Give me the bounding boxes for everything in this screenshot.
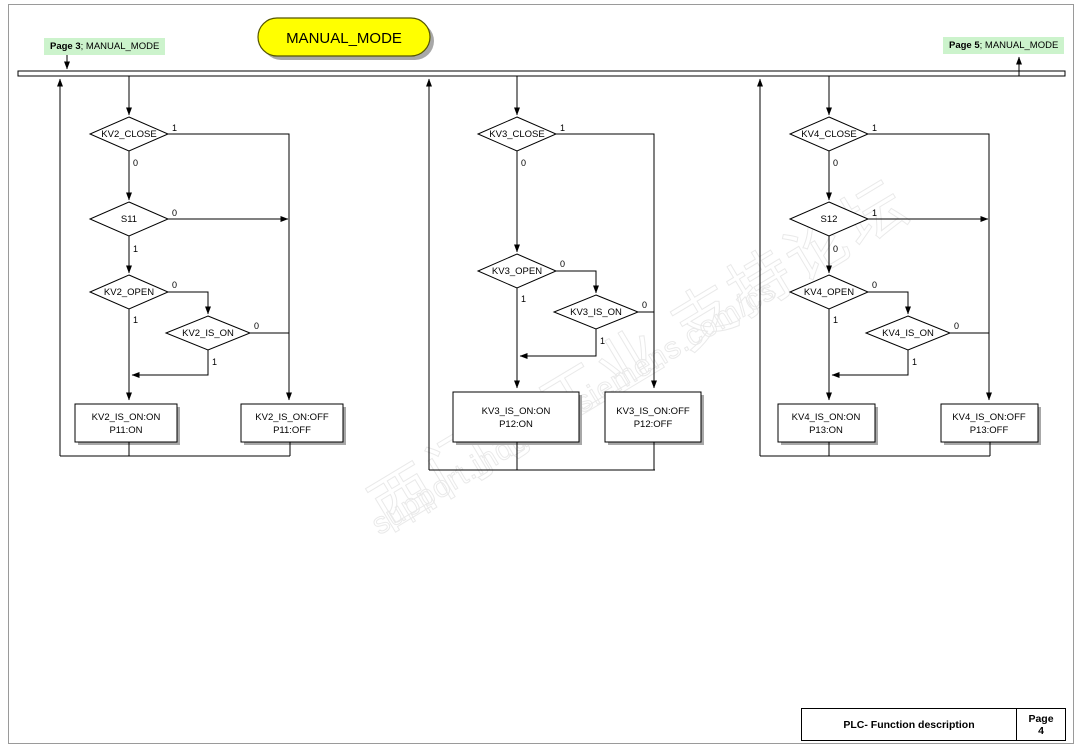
column-kv3: KV3_CLOSE 1 0 KV3_OPEN 0 1 KV3_IS_ON 0 1… [426,76,704,471]
connector-left-text: ; MANUAL_MODE [80,41,160,52]
kv2-is-on-label-right: 0 [254,321,259,331]
decision-kv3-is-on-text: KV3_IS_ON [570,307,622,318]
action-kv3-on-line1: KV3_IS_ON:ON [482,406,551,417]
kv4-close-true-path [868,133,992,401]
connector-right-text: ; MANUAL_MODE [979,40,1059,51]
decision-kv2-is-on-text: KV2_IS_ON [182,328,234,339]
action-kv4-on-line1: KV4_IS_ON:ON [792,412,861,423]
kv3-open-label-down: 1 [521,294,526,304]
kv3-close-true-path [556,133,657,389]
action-kv3-on [452,391,580,443]
kv4-close-label-down: 0 [833,158,838,168]
action-kv4-off-line1: KV4_IS_ON:OFF [952,412,1026,423]
column-kv2: KV2_CLOSE 1 0 S11 0 1 KV2_OPEN 0 1 [57,76,346,457]
kv3-is-on-label-down: 1 [600,336,605,346]
kv2-is-on-label-down: 1 [212,357,217,367]
s11-label-right: 0 [172,208,177,218]
kv3-close-label-right: 1 [560,123,565,133]
kv2-open-label-down: 1 [133,315,138,325]
kv4-close-label-right: 1 [872,123,877,133]
kv4-open-label-right: 0 [872,280,877,290]
kv4-is-on-label-right: 0 [954,321,959,331]
action-kv2-on [74,403,178,443]
connector-right-page: Page 5 [949,40,980,51]
footer-document-title: PLC- Function description [802,709,1017,740]
kv2-close-label-down: 0 [133,158,138,168]
kv3-open-label-right: 0 [560,259,565,269]
s12-label-down: 0 [833,244,838,254]
kv3-is-on-true-path [519,329,597,359]
main-bus-bar [17,70,1066,77]
kv3-open-false-path [556,270,599,294]
kv2-open-false-path [168,291,211,315]
column-kv4: KV4_CLOSE 1 0 S12 1 0 KV4_OPEN 0 1 KV4_I… [757,76,1041,457]
kv4-open-false-path [868,291,911,315]
kv2-close-true-path [168,133,292,401]
decision-kv2-close-text: KV2_CLOSE [101,129,156,140]
kv2-close-label-right: 1 [172,123,177,133]
decision-kv4-open-text: KV4_OPEN [804,287,854,298]
action-kv2-on-line1: KV2_IS_ON:ON [92,412,161,423]
action-kv2-off-line2: P11:OFF [273,425,311,436]
action-kv3-off [604,391,702,443]
footer-title-block: PLC- Function description Page 4 [801,708,1066,741]
kv2-is-on-true-path [131,350,209,378]
title-pill [257,17,431,57]
connector-label-page3[interactable]: Page 3; MANUAL_MODE [44,38,166,55]
decision-kv3-open-text: KV3_OPEN [492,266,542,277]
kv2-open-label-right: 0 [172,280,177,290]
decision-kv4-is-on-text: KV4_IS_ON [882,328,934,339]
kv4-open-label-down: 1 [833,315,838,325]
kv3-close-label-down: 0 [521,158,526,168]
footer-page-block: Page 4 [1017,709,1065,740]
action-kv2-off-line1: KV2_IS_ON:OFF [255,412,329,423]
footer-page-label: Page [1028,712,1054,725]
action-kv4-off-line2: P13:OFF [970,425,1009,436]
decision-kv3-close-text: KV3_CLOSE [489,129,544,140]
s12-label-right: 1 [872,208,877,218]
action-kv4-on [777,403,876,443]
action-kv4-on-line2: P13:ON [809,425,843,436]
title-text: MANUAL_MODE [286,30,402,47]
decision-kv4-close-text: KV4_CLOSE [801,129,856,140]
page-border [8,4,1074,744]
kv4-is-on-label-down: 1 [912,357,917,367]
connector-label-page5[interactable]: Page 5; MANUAL_MODE [943,37,1065,54]
kv3-is-on-label-right: 0 [642,300,647,310]
action-kv3-off-line2: P12:OFF [634,419,673,430]
decision-s11-text: S11 [121,214,137,225]
action-kv4-off [940,403,1039,443]
kv4-is-on-true-path [831,350,909,378]
decision-s12-text: S12 [821,214,838,225]
decision-kv2-open-text: KV2_OPEN [104,287,154,298]
action-kv2-on-line2: P11:ON [109,425,142,436]
action-kv2-off [240,403,344,443]
s11-label-down: 1 [133,244,138,254]
action-kv3-on-line2: P12:ON [499,419,533,430]
footer-page-number: 4 [1038,724,1044,737]
action-kv3-off-line1: KV3_IS_ON:OFF [616,406,690,417]
connector-left-page: Page 3 [50,41,81,52]
